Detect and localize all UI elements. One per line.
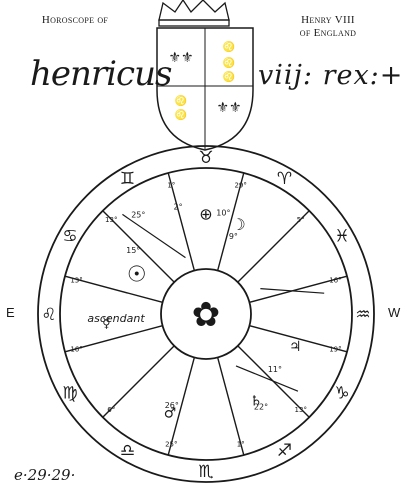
aspect-arrow	[260, 288, 325, 294]
planet-glyph-icon: ♄	[250, 393, 263, 409]
planet-glyph-icon: ☉	[127, 262, 147, 287]
planet-degree: 15°	[126, 246, 140, 255]
cusp-degree: 5°	[297, 216, 305, 224]
svg-text:♌: ♌	[223, 40, 235, 53]
cusp-degree: 13°	[105, 216, 117, 224]
zodiac-sign: ♓	[334, 227, 349, 247]
zodiac-sign: ♒	[355, 305, 370, 325]
svg-text:♌: ♌	[175, 108, 187, 121]
svg-text:♌: ♌	[223, 70, 235, 83]
planet-degree: 10°	[216, 209, 230, 218]
house-divider	[64, 324, 163, 353]
ascendant-label: ascendant	[87, 312, 145, 325]
planet-glyph-icon: ⊕	[199, 204, 212, 223]
house-divider	[216, 357, 245, 456]
planet-degree: 9°	[229, 232, 238, 241]
middle-ring	[59, 167, 353, 461]
house-divider	[167, 357, 196, 456]
house-divider	[64, 275, 163, 304]
svg-text:⚜⚜: ⚜⚜	[216, 100, 241, 116]
cusp-degree: 19°	[329, 346, 341, 354]
zodiac-sign: ♉	[198, 148, 213, 168]
planet-degree: 22°	[254, 402, 268, 411]
zodiac-sign: ♎	[120, 441, 135, 461]
outer-ring	[37, 145, 375, 483]
planet-degree: 25°	[131, 210, 145, 219]
zodiac-sign: ♋	[62, 227, 77, 247]
zodiac-sign: ♊	[120, 169, 135, 189]
title-right: Henry VIII of England	[268, 14, 388, 40]
cusp-degree: 16°	[70, 346, 82, 354]
zodiac-sign: ♈	[277, 169, 292, 189]
name-henricus: henricus	[30, 54, 172, 94]
planet-degree: 11°	[268, 365, 282, 374]
aspect-arrow	[122, 213, 186, 259]
zodiac-sign: ♍	[62, 384, 77, 404]
house-divider	[102, 345, 175, 418]
cusp-degree: 13°	[70, 276, 82, 284]
direction-west: W	[388, 305, 401, 320]
cusp-degree: 13°	[295, 406, 307, 414]
cusp-degree: 16°	[329, 276, 341, 284]
tudor-rose-icon: ✿	[192, 295, 221, 335]
zodiac-sign: ♌	[41, 305, 56, 325]
cusp-degree: 29°	[234, 182, 246, 190]
cusp-degree: 1°	[167, 182, 175, 190]
title-right-line1: Henry VIII	[301, 14, 355, 26]
planet-glyph-icon: ☿	[102, 315, 111, 331]
cusp-degree: 6°	[107, 406, 115, 414]
zodiac-sign: ♑	[334, 384, 349, 404]
house-divider	[249, 275, 348, 304]
svg-text:⚜⚜: ⚜⚜	[168, 50, 193, 66]
house-divider	[249, 324, 348, 353]
aspect-arrow	[235, 365, 299, 392]
title-right-line2: of England	[299, 27, 357, 39]
center-ring	[160, 268, 252, 360]
planet-degree: 26°	[165, 401, 179, 410]
planet-degree: 2°	[174, 203, 183, 212]
planet-glyph-icon: ☽	[231, 215, 245, 234]
footer-date: e·29·29·	[14, 466, 76, 484]
house-divider	[167, 172, 196, 271]
cusp-degree: 25°	[165, 440, 177, 448]
planet-glyph-icon: ♂	[164, 405, 177, 421]
house-divider	[237, 210, 310, 283]
house-divider	[102, 210, 175, 283]
direction-east: E	[6, 305, 15, 320]
zodiac-sign: ♐	[277, 441, 292, 461]
cusp-degree: 1°	[237, 440, 245, 448]
svg-text:♌: ♌	[223, 56, 235, 69]
title-left: Horoscope of	[41, 14, 109, 26]
name-viij-rex: viij: rex:+	[258, 60, 404, 91]
zodiac-sign: ♏	[198, 462, 213, 482]
house-divider	[216, 172, 245, 271]
svg-text:♌: ♌	[175, 94, 187, 107]
planet-glyph-icon: ♃	[289, 339, 302, 355]
